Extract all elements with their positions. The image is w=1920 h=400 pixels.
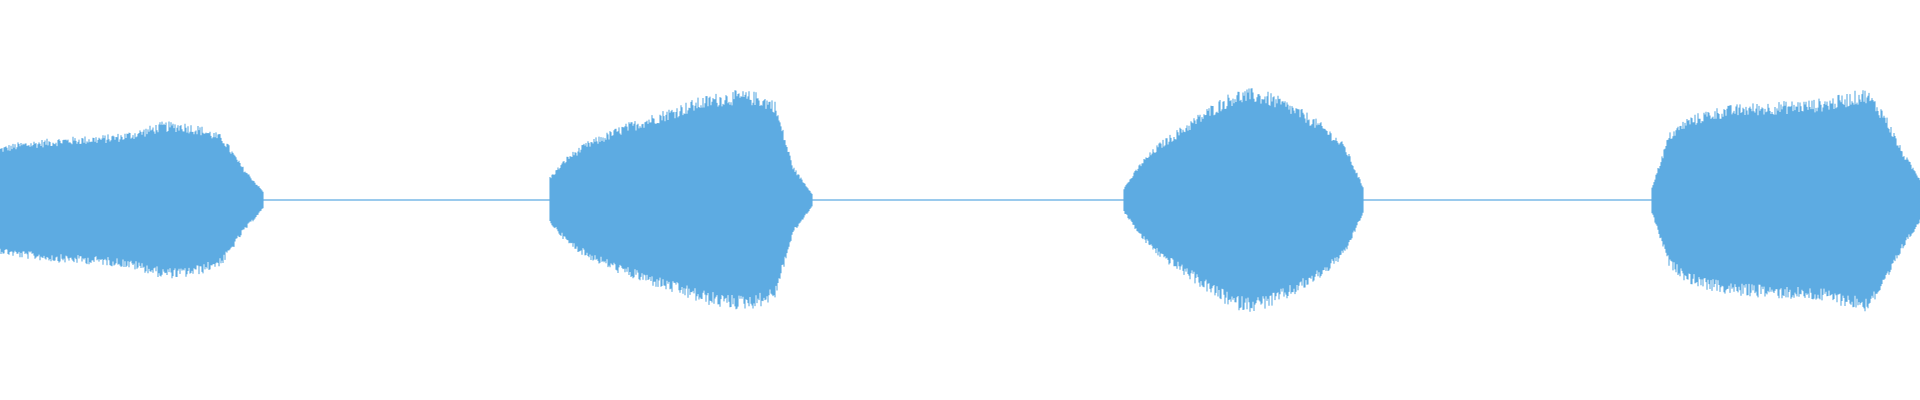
waveform-peaks <box>549 90 813 310</box>
waveform-segment-4[interactable] <box>1651 90 1920 312</box>
waveform-segment-3[interactable] <box>1123 88 1364 312</box>
waveform-segment-2[interactable] <box>549 90 813 310</box>
waveform-segment-1[interactable] <box>0 121 264 279</box>
waveform-peaks <box>1123 88 1364 312</box>
waveform-peaks <box>1651 90 1920 312</box>
waveform-peaks <box>0 121 264 279</box>
